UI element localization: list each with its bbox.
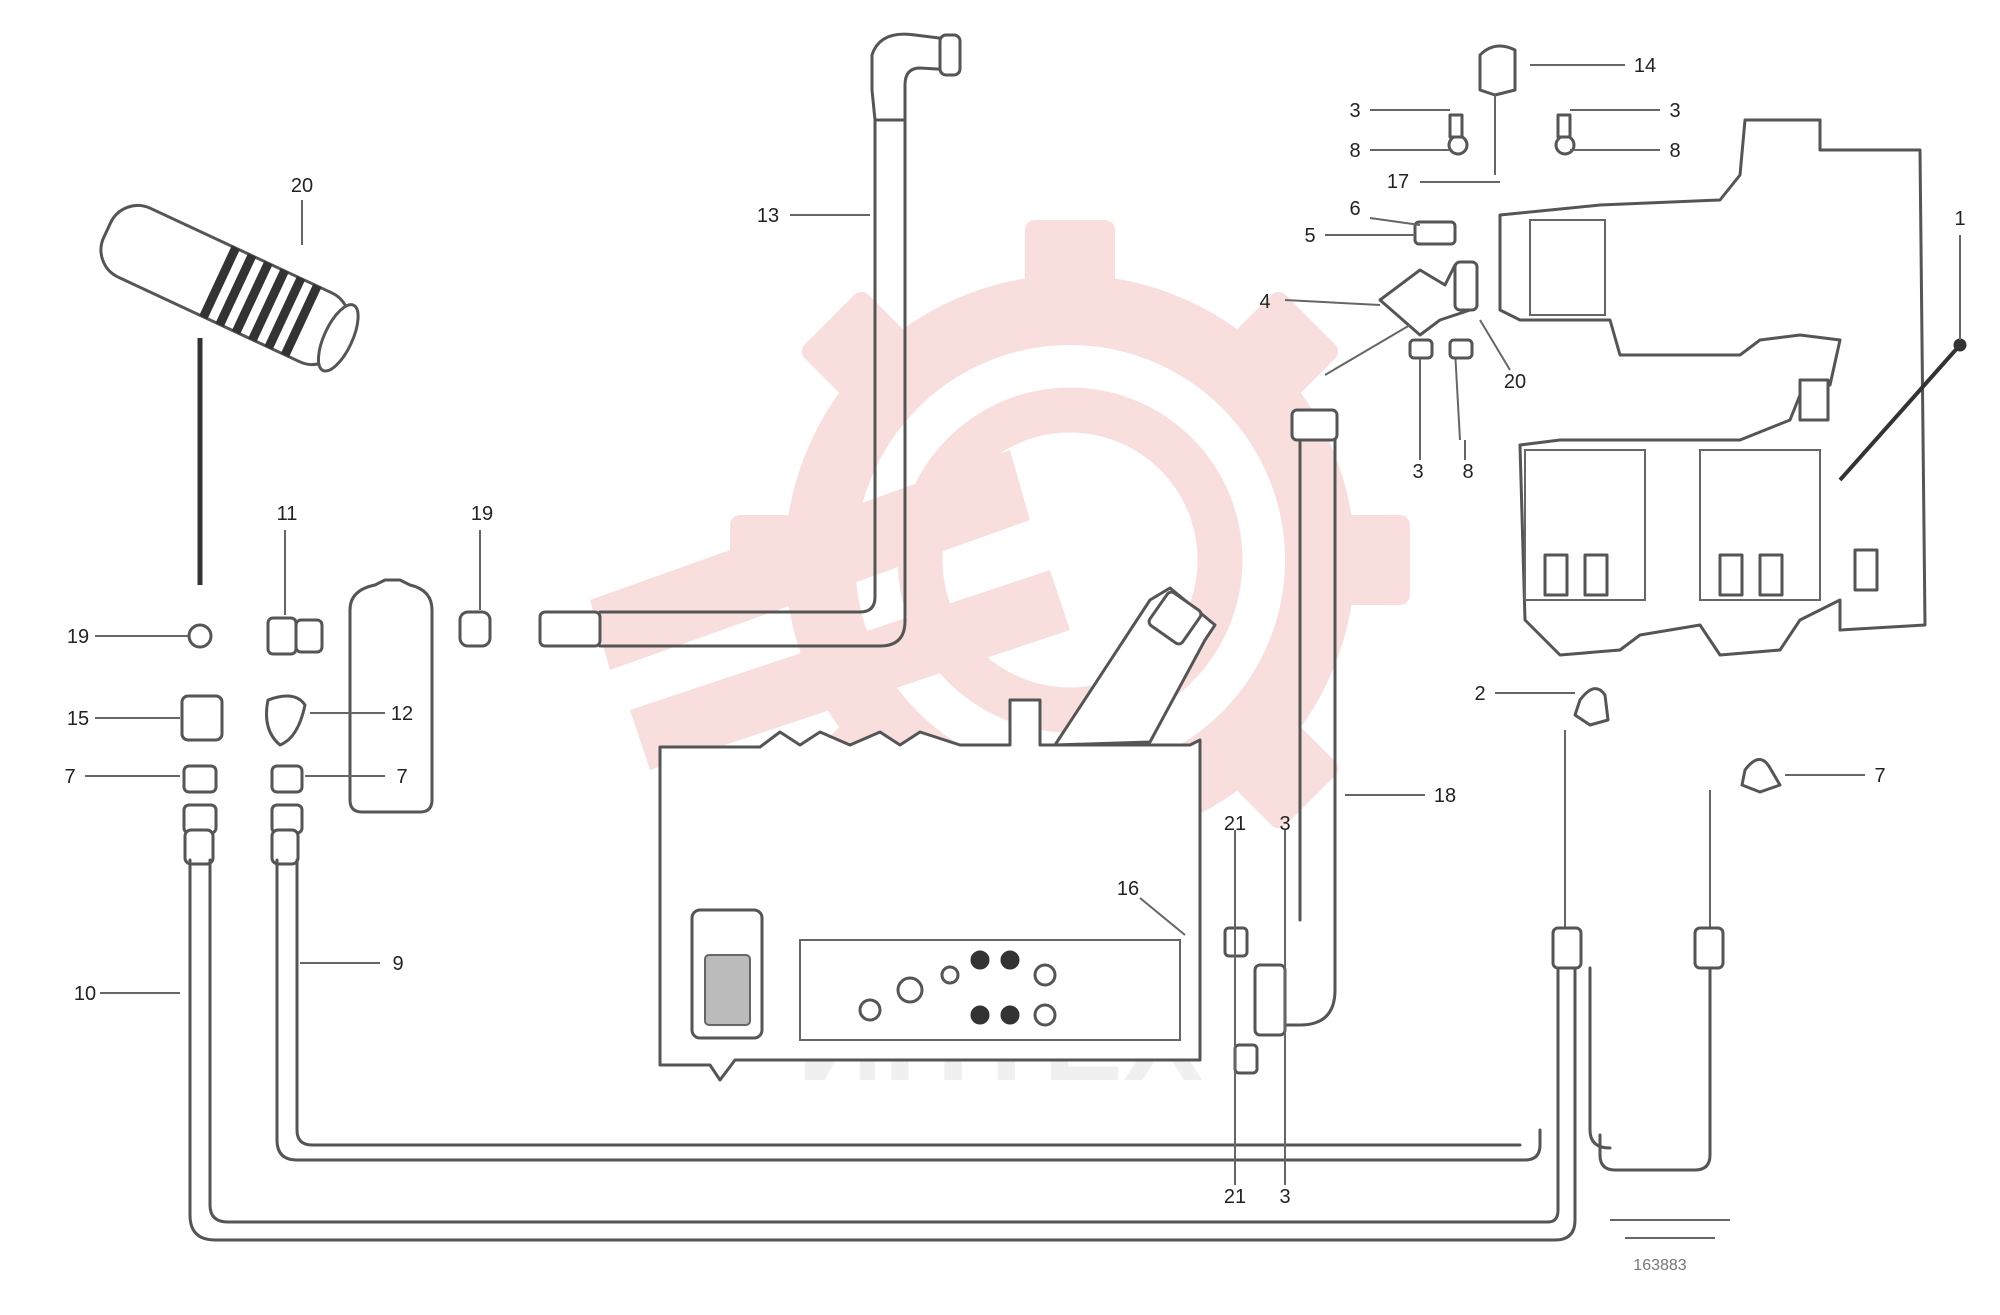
callout-8-valve: 8 <box>1462 461 1473 483</box>
callout-8-top-right: 8 <box>1669 140 1680 162</box>
callout-3-top-right: 3 <box>1669 100 1680 122</box>
callout-13: 13 <box>757 205 779 227</box>
callout-3-valve: 3 <box>1412 461 1423 483</box>
callout-19-left: 19 <box>67 626 89 648</box>
callout-18: 18 <box>1434 785 1456 807</box>
callout-7-right: 7 <box>1874 765 1885 787</box>
part-13-pipe <box>458 32 962 648</box>
callout-10: 10 <box>74 983 96 1005</box>
callout-7-filter: 7 <box>396 766 407 788</box>
callout-20-valve: 20 <box>1504 371 1526 393</box>
callout-3-tank-bottom: 3 <box>1279 1186 1290 1208</box>
callout-12: 12 <box>391 703 413 725</box>
callout-3-tank-top: 3 <box>1279 813 1290 835</box>
callout-16: 16 <box>1117 878 1139 900</box>
part-20-hose-fitting <box>99 203 360 585</box>
callout-19-right: 19 <box>471 503 493 525</box>
callout-21-top: 21 <box>1224 813 1246 835</box>
callout-2: 2 <box>1474 683 1485 705</box>
callout-7-left: 7 <box>64 766 75 788</box>
callout-14: 14 <box>1634 55 1656 77</box>
part-valve-block <box>1498 118 1967 657</box>
callout-8-top-left: 8 <box>1349 140 1360 162</box>
callout-5: 5 <box>1304 225 1315 247</box>
callout-9: 9 <box>392 953 403 975</box>
right-elbow-fittings <box>1551 687 1782 1172</box>
callout-labels: 20 13 14 3 3 8 8 17 6 5 4 1 20 3 8 11 19… <box>64 55 1965 1208</box>
callout-6: 6 <box>1349 198 1360 220</box>
top-right-fittings <box>1324 44 1576 441</box>
callout-3-top-left: 3 <box>1349 100 1360 122</box>
left-fittings-column-b <box>265 578 1542 1162</box>
callout-11: 11 <box>277 503 298 525</box>
callout-4: 4 <box>1259 291 1270 313</box>
callout-1: 1 <box>1954 208 1965 230</box>
reference-code: 163883 <box>1633 1257 1686 1274</box>
callout-leader-lines <box>85 64 1961 1185</box>
left-fittings-column-a <box>180 623 1577 1242</box>
reference-code-block: 163883 <box>1610 1219 1730 1274</box>
part-tank <box>658 586 1217 1082</box>
callout-17: 17 <box>1387 171 1409 193</box>
callout-20: 20 <box>291 175 313 197</box>
callout-15: 15 <box>67 708 89 730</box>
callout-21-bottom: 21 <box>1224 1186 1246 1208</box>
